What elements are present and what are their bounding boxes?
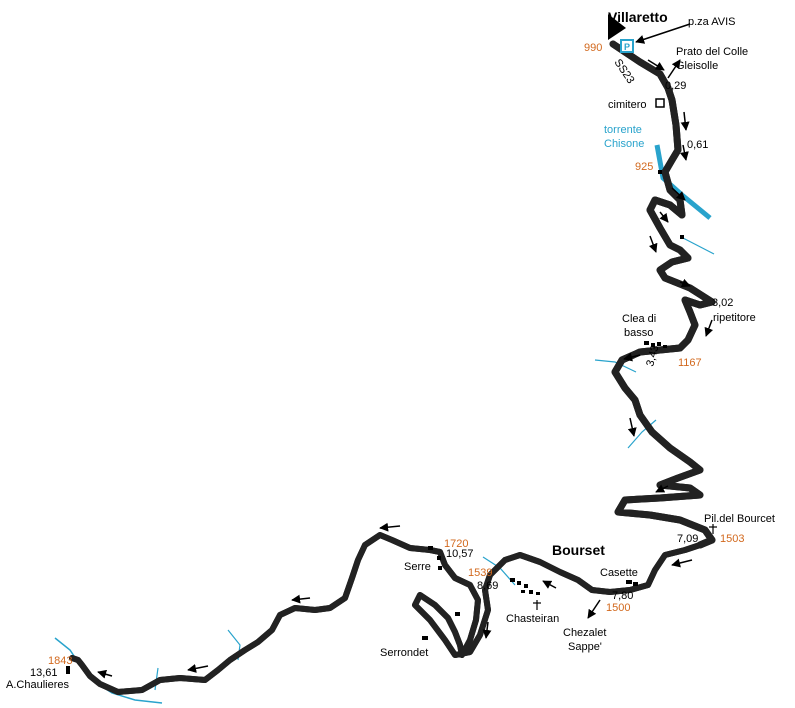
svg-text:P: P — [624, 42, 630, 52]
dist-780: 7,80 — [612, 590, 633, 602]
label-prato-colle-2: Gleisolle — [676, 60, 718, 72]
elev-1843: 1843 — [48, 655, 72, 667]
arrow-12 — [671, 558, 693, 568]
label-serre: Serre — [404, 561, 431, 573]
arrow-14 — [482, 621, 492, 639]
dist-029: 0,29 — [665, 80, 686, 92]
dist-709: 7,09 — [677, 533, 698, 545]
elev-1503: 1503 — [720, 533, 744, 545]
arrow-16 — [291, 594, 311, 604]
elev-1167: 1167 — [678, 357, 702, 369]
arrow-prato — [667, 59, 681, 79]
label-clea-1: Clea di — [622, 313, 656, 325]
arrow-4 — [671, 187, 686, 201]
dist-869: 8,69 — [477, 580, 498, 592]
label-pza-avis: p.za AVIS — [688, 16, 736, 28]
arrow-2 — [680, 111, 690, 131]
label-bourset: Bourset — [552, 542, 605, 558]
cemetery-icon — [655, 98, 665, 108]
start-flag-icon — [608, 14, 626, 40]
elev-1720: 1720 — [444, 538, 468, 550]
label-chezalet-1: Chezalet — [563, 627, 606, 639]
direction-arrows — [97, 23, 714, 679]
arrow-pza-avis — [635, 23, 691, 44]
label-prato-colle-1: Prato del Colle — [676, 46, 748, 58]
elev-990: 990 — [584, 42, 602, 54]
dist-061: 0,61 — [687, 139, 708, 151]
place-labels: Villaretto p.za AVIS Prato del Colle Gle… — [6, 9, 775, 691]
river-stream-7 — [54, 637, 163, 704]
label-cimitero: cimitero — [608, 99, 647, 111]
elev-925: 925 — [635, 161, 653, 173]
label-villaretto: Villaretto — [608, 9, 668, 25]
dist-1361: 13,61 — [30, 667, 58, 679]
arrow-6 — [648, 235, 658, 253]
paved-road — [609, 40, 716, 549]
arrow-17 — [187, 663, 209, 673]
arrow-15 — [379, 522, 401, 532]
river-stream-3 — [627, 419, 657, 449]
label-serrondet: Serrondet — [380, 647, 428, 659]
arrow-8 — [704, 319, 714, 337]
label-torrente-1: torrente — [604, 124, 642, 136]
dirt-road — [69, 532, 703, 695]
label-torrente-2: Chisone — [604, 138, 644, 150]
arrow-11 — [655, 484, 669, 493]
dist-1057: 10,57 — [446, 548, 474, 560]
arrow-18 — [97, 669, 113, 679]
river-stream-2 — [594, 359, 637, 373]
arrow-5 — [659, 211, 669, 223]
rivers — [54, 144, 715, 704]
elev-1500: 1500 — [606, 602, 630, 614]
arrow-10 — [627, 417, 637, 437]
buildings — [66, 98, 684, 674]
dist-302: 3,02 — [712, 297, 733, 309]
parking-icon — [620, 39, 634, 53]
arrow-7 — [679, 278, 691, 288]
label-ripetitore: ripetitore — [713, 312, 756, 324]
arrow-13 — [542, 580, 557, 589]
arrow-1 — [647, 59, 665, 71]
arrow-9 — [623, 352, 641, 362]
elevation-labels: 990 925 1167 1503 1500 1539 1720 1843 — [48, 42, 744, 667]
label-clea-2: basso — [624, 327, 653, 339]
river-stream-1 — [682, 237, 715, 255]
label-pil-bourcet: Pil.del Bourcet — [704, 513, 775, 525]
distance-labels: 0,29 0,61 3,02 3,43 7,09 7,80 8,69 10,57… — [30, 80, 733, 679]
dist-343: 3,43 — [644, 344, 661, 368]
label-chasteiran: Chasteiran — [506, 613, 559, 625]
label-chaulieres: A.Chaulieres — [6, 679, 69, 691]
label-casette: Casette — [600, 567, 638, 579]
cross-icons — [533, 524, 717, 610]
arrow-3 — [679, 144, 689, 161]
arrow-chezalet — [587, 599, 601, 619]
label-chezalet-2: Sappe' — [568, 641, 602, 653]
elev-1539: 1539 — [468, 567, 492, 579]
